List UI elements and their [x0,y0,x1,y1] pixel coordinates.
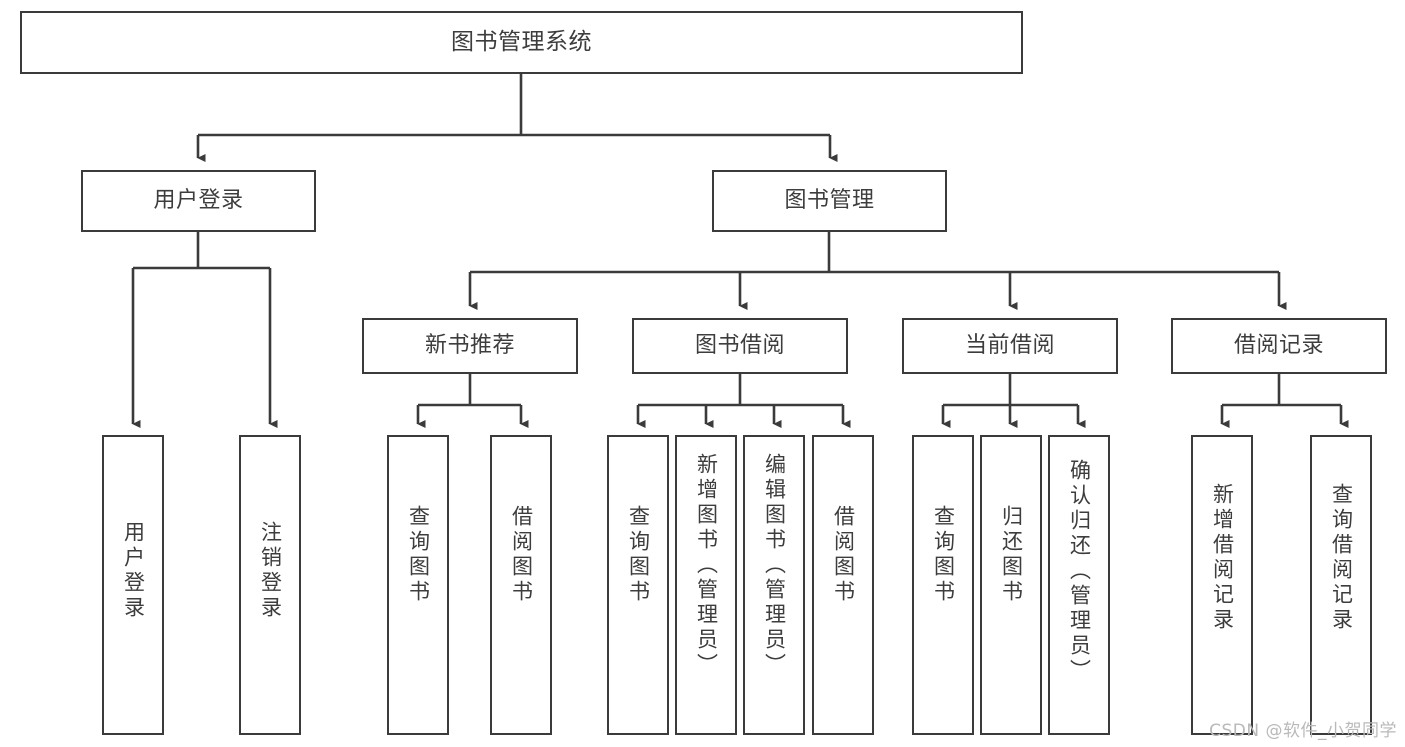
node-leaf-add-record[interactable]: 新增借阅记录 [1191,435,1253,735]
node-book-borrow-label: 图书借阅 [694,332,785,358]
node-current-borrow-label: 当前借阅 [964,332,1055,358]
node-leaf-borrow-book-1[interactable]: 借阅图书 [490,435,552,735]
node-leaf-borrow-book-1-label: 借阅图书 [509,505,534,605]
node-root-system-label: 图书管理系统 [451,28,592,55]
node-leaf-return-book-label: 归还图书 [999,505,1024,605]
node-new-book-recommend[interactable]: 新书推荐 [362,318,578,374]
node-leaf-borrow-book-2-label: 借阅图书 [831,505,856,605]
node-leaf-edit-book[interactable]: 编辑图书（管理员） [743,435,805,735]
node-leaf-query-record-label: 查询借阅记录 [1329,483,1354,633]
node-leaf-user-login-label: 用户登录 [121,521,146,621]
node-leaf-edit-book-label: 编辑图书（管理员） [762,453,787,678]
node-user-login[interactable]: 用户登录 [81,170,316,232]
node-book-borrow[interactable]: 图书借阅 [632,318,848,374]
node-new-book-recommend-label: 新书推荐 [424,332,515,358]
node-leaf-add-record-label: 新增借阅记录 [1210,483,1235,633]
node-user-login-label: 用户登录 [153,187,244,213]
node-book-manage[interactable]: 图书管理 [712,170,947,232]
node-leaf-logout[interactable]: 注销登录 [239,435,301,735]
node-leaf-logout-label: 注销登录 [258,521,283,621]
node-leaf-query-book-1-label: 查询图书 [406,505,431,605]
node-leaf-confirm-return-label: 确认归还（管理员） [1067,459,1092,684]
node-book-manage-label: 图书管理 [784,187,875,213]
node-leaf-query-book-3-label: 查询图书 [931,505,956,605]
node-borrow-record-label: 借阅记录 [1233,332,1324,358]
node-leaf-query-book-2[interactable]: 查询图书 [607,435,669,735]
node-leaf-query-record[interactable]: 查询借阅记录 [1310,435,1372,735]
node-leaf-borrow-book-2[interactable]: 借阅图书 [812,435,874,735]
node-leaf-user-login[interactable]: 用户登录 [102,435,164,735]
node-leaf-confirm-return[interactable]: 确认归还（管理员） [1048,435,1110,735]
node-leaf-query-book-3[interactable]: 查询图书 [912,435,974,735]
node-leaf-return-book[interactable]: 归还图书 [980,435,1042,735]
node-current-borrow[interactable]: 当前借阅 [902,318,1118,374]
node-leaf-add-book[interactable]: 新增图书（管理员） [675,435,737,735]
node-borrow-record[interactable]: 借阅记录 [1171,318,1387,374]
node-leaf-query-book-1[interactable]: 查询图书 [387,435,449,735]
node-leaf-query-book-2-label: 查询图书 [626,505,651,605]
node-leaf-add-book-label: 新增图书（管理员） [694,453,719,678]
watermark-text: CSDN @软件_小贺同学 [1209,721,1397,741]
node-root-system[interactable]: 图书管理系统 [20,11,1023,74]
